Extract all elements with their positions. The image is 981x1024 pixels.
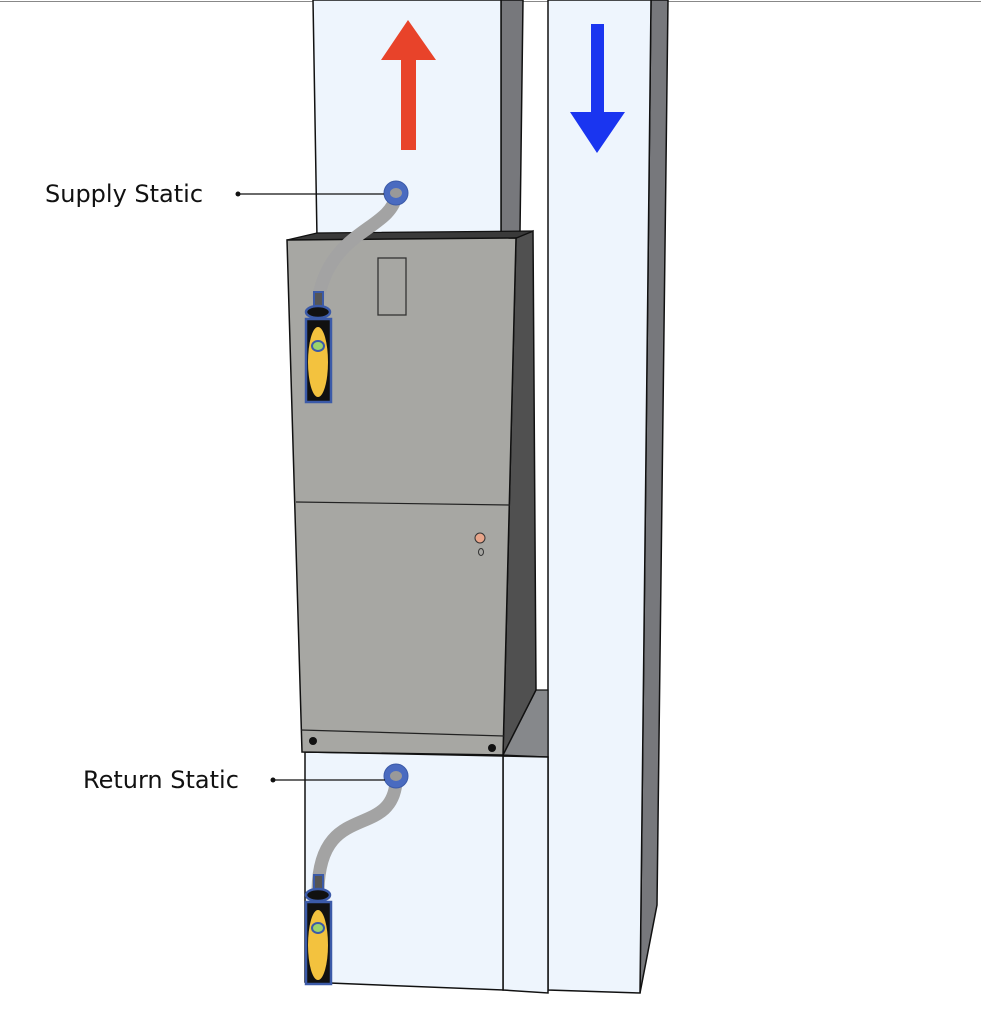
manometer-icon	[304, 291, 333, 404]
screw	[488, 744, 496, 752]
screw	[309, 737, 317, 745]
return-static-probe	[311, 763, 409, 891]
return-static-label: Return Static	[83, 766, 239, 794]
return-plenum	[304, 751, 549, 994]
door-latch	[478, 548, 484, 556]
manometer-icon	[304, 874, 333, 986]
supply-static-label: Supply Static	[45, 180, 204, 208]
return-duct	[547, 0, 669, 994]
arrow-down-icon	[570, 24, 625, 153]
supply-leader-line	[235, 191, 384, 197]
return-leader-line	[270, 777, 385, 783]
air-handler-cabinet	[286, 229, 537, 756]
supply-static-probe	[311, 180, 409, 302]
arrow-up-icon	[381, 20, 436, 150]
indicator-light	[474, 532, 486, 544]
access-panel	[377, 257, 407, 316]
